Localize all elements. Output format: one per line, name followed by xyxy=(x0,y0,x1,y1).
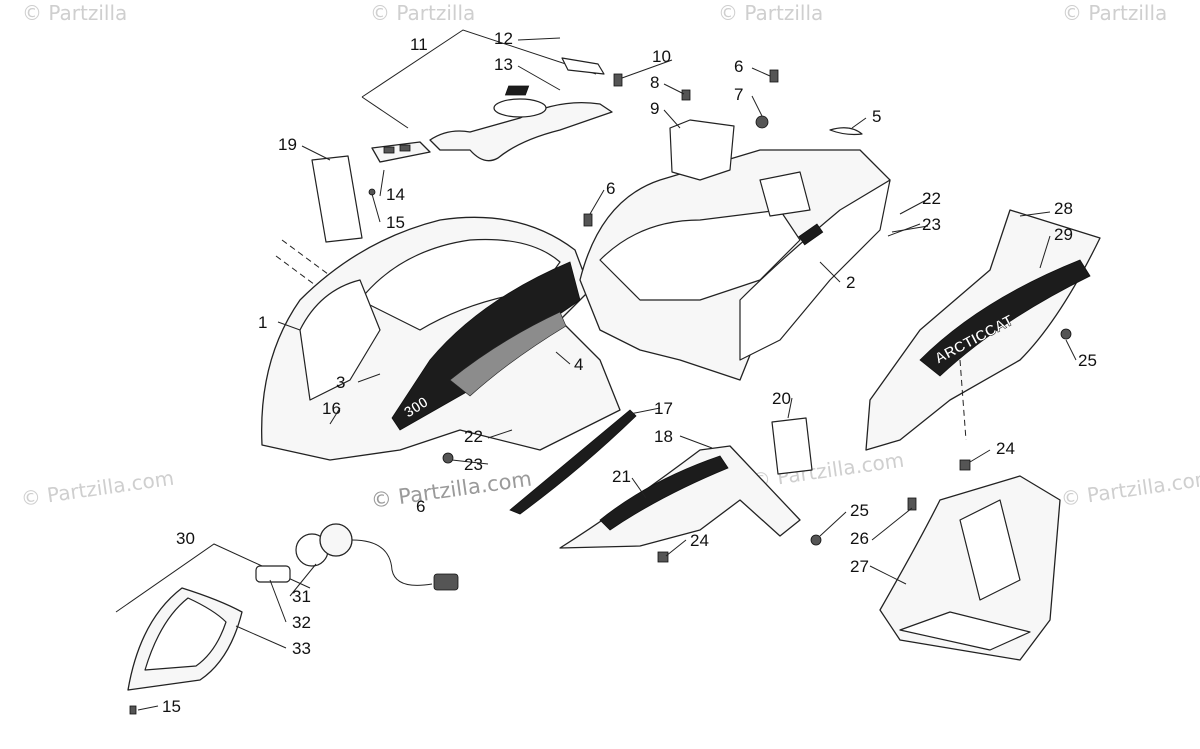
rack-cover-assembly xyxy=(361,29,613,162)
callout-30: 30 xyxy=(176,529,195,548)
callout-12: 12 xyxy=(494,29,513,48)
callout-19: 19 xyxy=(278,135,297,154)
sticker-20 xyxy=(771,417,813,475)
callout-16: 16 xyxy=(322,399,341,418)
callout-15-top: 15 xyxy=(386,213,405,232)
rear-tub-floor xyxy=(599,209,801,301)
rack-cover-decal xyxy=(504,85,530,96)
callout-2: 2 xyxy=(846,273,855,292)
callout-21: 21 xyxy=(612,467,631,486)
callout-33: 33 xyxy=(292,639,311,658)
hardware xyxy=(129,69,1072,715)
callout-4: 4 xyxy=(574,355,583,374)
footwell-27 xyxy=(879,475,1061,661)
callout-10: 10 xyxy=(652,47,671,66)
watermark-top-mid-2: © Partzilla xyxy=(718,1,823,25)
callout-6-mid: 6 xyxy=(606,179,615,198)
connector xyxy=(433,573,459,591)
callout-25-low: 25 xyxy=(850,501,869,520)
rear-fender xyxy=(559,445,801,563)
watermark-right-mid: © Partzilla.com xyxy=(749,448,905,493)
callout-7: 7 xyxy=(734,85,743,104)
rack-decal-12 xyxy=(561,57,605,75)
callout-23-right: 23 xyxy=(922,215,941,234)
headlight-assembly xyxy=(115,523,459,691)
callout-27: 27 xyxy=(850,557,869,576)
bulb-32 xyxy=(255,565,291,583)
watermark-top-left: © Partzilla xyxy=(22,1,127,25)
callout-29: 29 xyxy=(1054,225,1073,244)
front-side-panel xyxy=(299,279,381,401)
callout-22-left: 22 xyxy=(464,427,483,446)
callout-13: 13 xyxy=(494,55,513,74)
sticker-19 xyxy=(311,155,363,243)
rack-cover xyxy=(429,101,613,162)
rear-warning-decal xyxy=(798,223,824,246)
watermark-right: © Partzilla.com xyxy=(1059,466,1200,511)
callout-6-low: 6 xyxy=(416,497,425,516)
rack-cover-hole xyxy=(493,98,547,118)
group-11-bracket xyxy=(361,29,597,98)
right-side-cover: ARCTICCAT xyxy=(865,209,1101,471)
callout-1: 1 xyxy=(258,313,267,332)
front-body-panel: 300 xyxy=(261,216,621,461)
callout-24-low: 24 xyxy=(690,531,709,550)
callout-18: 18 xyxy=(654,427,673,446)
callout-8: 8 xyxy=(650,73,659,92)
callout-5: 5 xyxy=(872,107,881,126)
callout-17: 17 xyxy=(654,399,673,418)
callout-24-right: 24 xyxy=(996,439,1015,458)
watermark-center: © Partzilla.com xyxy=(369,467,533,513)
watermark-left: © Partzilla.com xyxy=(19,466,175,511)
callout-20: 20 xyxy=(772,389,791,408)
fender-flare-17 xyxy=(509,409,637,515)
callout-23-left: 23 xyxy=(464,455,483,474)
watermark-top-right: © Partzilla xyxy=(1062,1,1167,25)
watermark-top-mid-1: © Partzilla xyxy=(370,1,475,25)
callout-labels: 11 12 13 10 8 9 6 7 5 19 14 15 6 22 23 2… xyxy=(162,29,1097,716)
callout-6-top: 6 xyxy=(734,57,743,76)
callout-25-right: 25 xyxy=(1078,351,1097,370)
leader-lines xyxy=(137,37,1077,711)
callout-9: 9 xyxy=(650,99,659,118)
callout-31: 31 xyxy=(292,587,311,606)
headlight-opening xyxy=(359,238,561,331)
callout-11: 11 xyxy=(410,35,428,54)
callout-14: 14 xyxy=(386,185,405,204)
callout-22-right: 22 xyxy=(922,189,941,208)
rear-body-panel xyxy=(579,149,891,381)
callout-32: 32 xyxy=(292,613,311,632)
bracket-9 xyxy=(669,119,735,181)
callout-26: 26 xyxy=(850,529,869,548)
strip-5 xyxy=(829,127,863,136)
callout-28: 28 xyxy=(1054,199,1073,218)
callout-15-bottom: 15 xyxy=(162,697,181,716)
callout-3: 3 xyxy=(336,373,345,392)
